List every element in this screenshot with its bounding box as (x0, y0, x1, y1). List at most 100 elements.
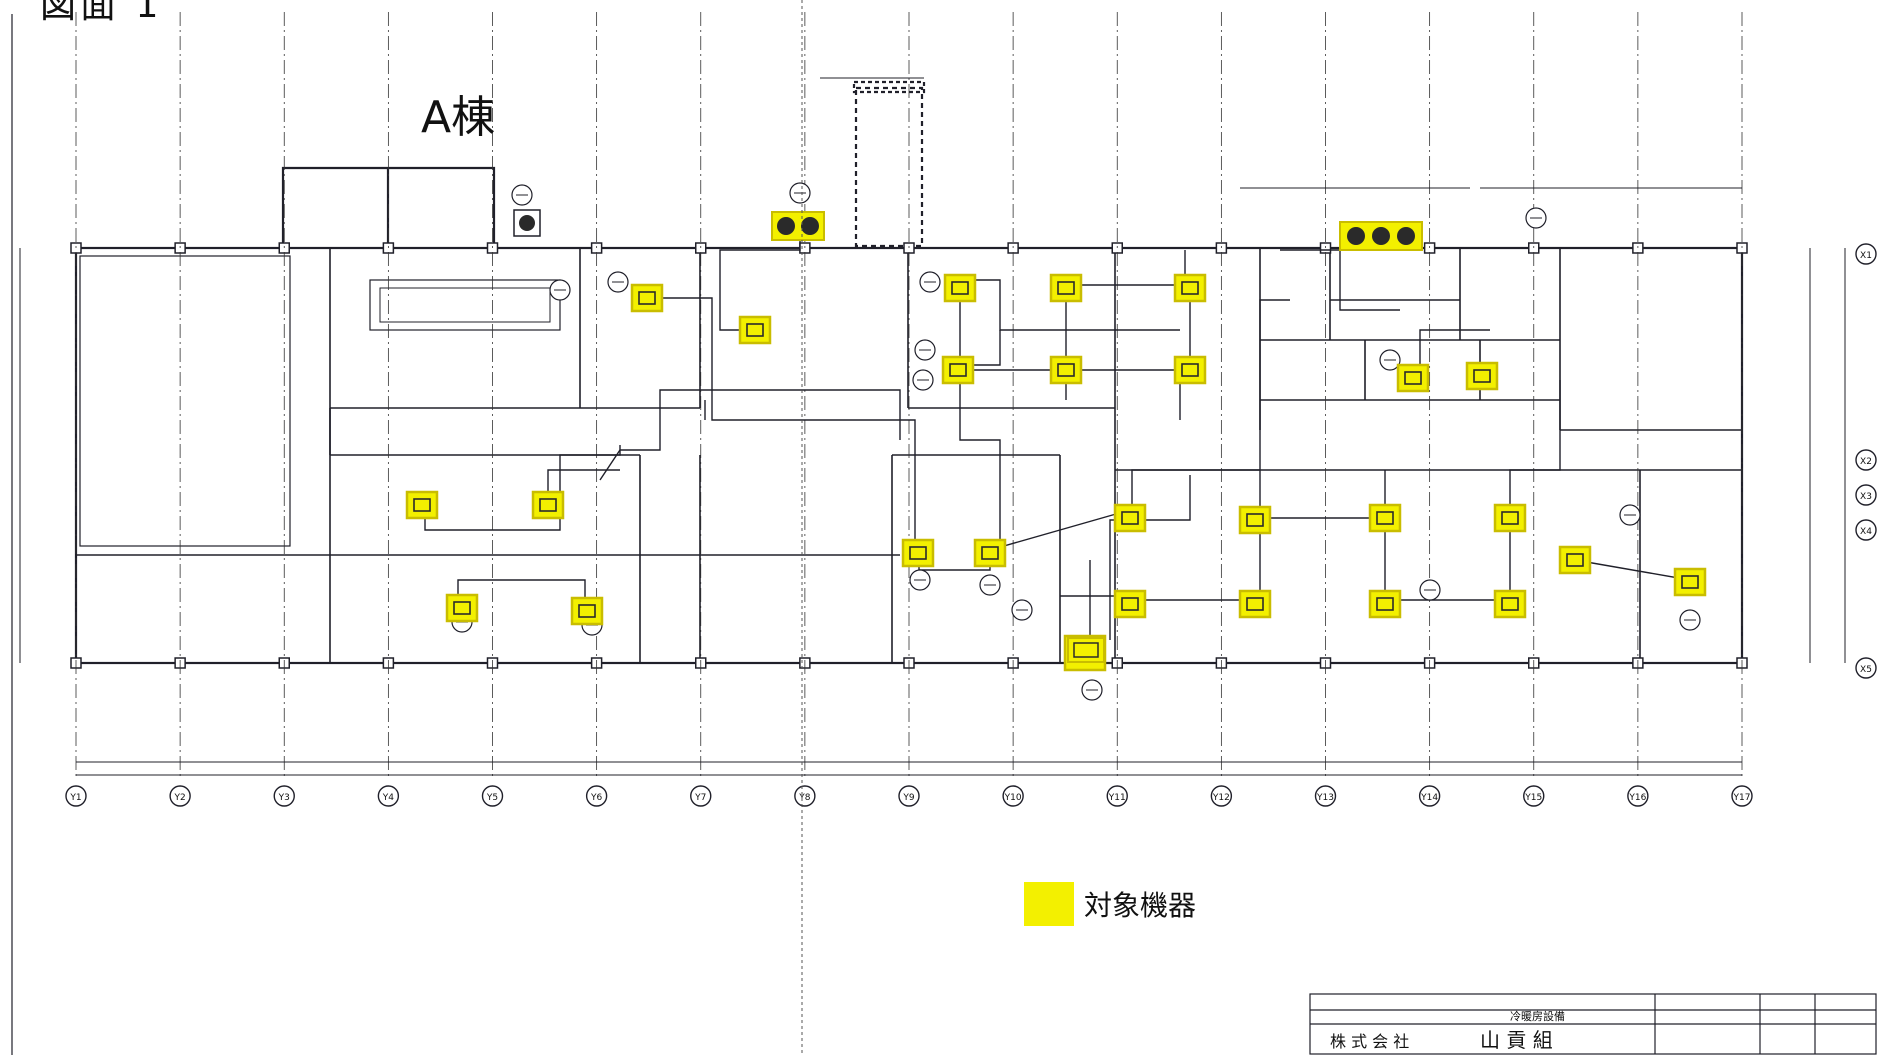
target-indoor-unit-body (1246, 597, 1264, 611)
target-indoor-unit (1396, 363, 1430, 393)
target-indoor-unit (943, 273, 977, 303)
target-indoor-unit (1368, 503, 1402, 533)
row-axis-label: X1 (1860, 251, 1872, 261)
row-axis-bubble (1855, 449, 1877, 471)
grid-axis-label: Y8 (798, 793, 810, 803)
grid-axis-label: Y10 (1004, 793, 1022, 803)
grid-axis-label: Y14 (1420, 793, 1438, 803)
outdoor-unit-a-fan (801, 217, 819, 235)
target-indoor-unit (973, 538, 1007, 568)
building-label: A棟 (421, 92, 496, 143)
target-indoor-unit (445, 593, 479, 623)
target-indoor-unit-body (951, 281, 969, 295)
outdoor-unit-c-fan (519, 215, 535, 231)
outdoor-unit-d-body (1073, 642, 1099, 658)
row-axis-label: X4 (1860, 527, 1872, 537)
target-indoor-unit-body (1376, 511, 1394, 525)
target-indoor-unit-body (909, 546, 927, 560)
row-axis-label: X2 (1860, 457, 1872, 467)
target-indoor-unit-body (413, 498, 431, 512)
grid-axis-bubble (1106, 785, 1128, 807)
row-axis-bubble (1855, 519, 1877, 541)
grid-axis-bubble (65, 785, 87, 807)
grid-axis-label: Y6 (590, 793, 602, 803)
grid-axis-bubble (1731, 785, 1753, 807)
target-indoor-unit (531, 490, 565, 520)
target-indoor-unit-body (1057, 281, 1075, 295)
target-equipment (405, 273, 1707, 672)
grid-axis-label: Y13 (1316, 793, 1334, 803)
target-indoor-unit-body (1181, 363, 1199, 377)
grid-axis-bubble (481, 785, 504, 807)
grid-axis-label: Y12 (1212, 793, 1230, 803)
row-axis-bubble (1855, 484, 1877, 506)
grid-axis-bubble (690, 785, 712, 807)
target-indoor-unit-body (1404, 371, 1422, 385)
title-block-drawing-title: 冷暖房設備 (1510, 1009, 1565, 1023)
grid-axis-label: Y1 (69, 793, 81, 803)
target-indoor-unit (570, 596, 604, 626)
target-indoor-unit (901, 538, 935, 568)
title-block (1309, 993, 1877, 1055)
interior-walls (76, 248, 1742, 663)
grid-axis-bubble (169, 785, 191, 807)
row-axis-bubble (1855, 243, 1877, 265)
target-indoor-unit-body (1121, 511, 1139, 525)
grid-axis-bubble (1418, 785, 1441, 807)
drawing-number-label: 図面 1 (40, 0, 163, 26)
outdoor-units (513, 209, 1423, 663)
title-block-company-mark: 株 式 会 社 (1330, 1032, 1409, 1051)
target-indoor-unit-body (1566, 553, 1584, 567)
grid-axis-label: Y17 (1733, 793, 1751, 803)
grid-axis-label: Y3 (278, 793, 290, 803)
grid-axis-bubble (1314, 785, 1337, 807)
grid-axis-bubble (898, 785, 920, 807)
grid-axis-label: Y16 (1628, 793, 1646, 803)
legend-swatch (1024, 882, 1074, 926)
row-axis-bubble (1855, 657, 1877, 679)
target-indoor-unit-body (638, 291, 656, 305)
grid-axis-label: Y9 (902, 793, 914, 803)
outdoor-unit-a-fan (777, 217, 795, 235)
target-indoor-unit-body (1681, 575, 1699, 589)
grid-axis-label: Y15 (1524, 793, 1542, 803)
grid-axis-bubble (585, 785, 608, 807)
legend-label: 対象機器 (1084, 889, 1197, 922)
target-indoor-unit-body (746, 323, 764, 337)
target-indoor-unit-body (578, 604, 596, 618)
target-indoor-unit (405, 490, 439, 520)
grid-axis-bubble (273, 785, 295, 807)
target-indoor-unit (1113, 589, 1147, 619)
grid-axis-bubble (1523, 785, 1545, 807)
target-indoor-unit-body (981, 546, 999, 560)
target-indoor-unit (1173, 273, 1207, 303)
legend: 対象機器 (1024, 882, 1196, 926)
target-indoor-unit (1493, 589, 1527, 619)
target-indoor-unit (1173, 355, 1207, 385)
row-axis-label: X3 (1860, 492, 1872, 502)
target-indoor-unit (1558, 545, 1592, 575)
dimension-lines (19, 77, 1846, 776)
target-indoor-unit-body (949, 363, 967, 377)
target-indoor-unit-body (1473, 369, 1491, 383)
grid-axis-bubble (1627, 785, 1649, 807)
outdoor-unit-b-fan (1372, 227, 1390, 245)
grid-axis-label: Y7 (694, 793, 706, 803)
target-indoor-unit (1493, 503, 1527, 533)
target-indoor-unit (1113, 503, 1147, 533)
outdoor-unit-b-fan (1397, 227, 1415, 245)
target-indoor-unit-body (453, 601, 471, 615)
target-indoor-unit (630, 283, 664, 313)
target-indoor-unit-body (1246, 513, 1264, 527)
target-indoor-unit-body (1121, 597, 1139, 611)
grid-axis-bubble (1210, 785, 1233, 807)
target-indoor-unit-body (1501, 597, 1519, 611)
grid-axis-bubble (377, 785, 400, 807)
target-indoor-unit-body (1376, 597, 1394, 611)
grid-axis-bubble (794, 785, 816, 807)
target-indoor-unit (1238, 505, 1272, 535)
grid-axis-label: Y11 (1108, 793, 1126, 803)
title-block-company-name: 山 貢 組 (1480, 1028, 1553, 1052)
